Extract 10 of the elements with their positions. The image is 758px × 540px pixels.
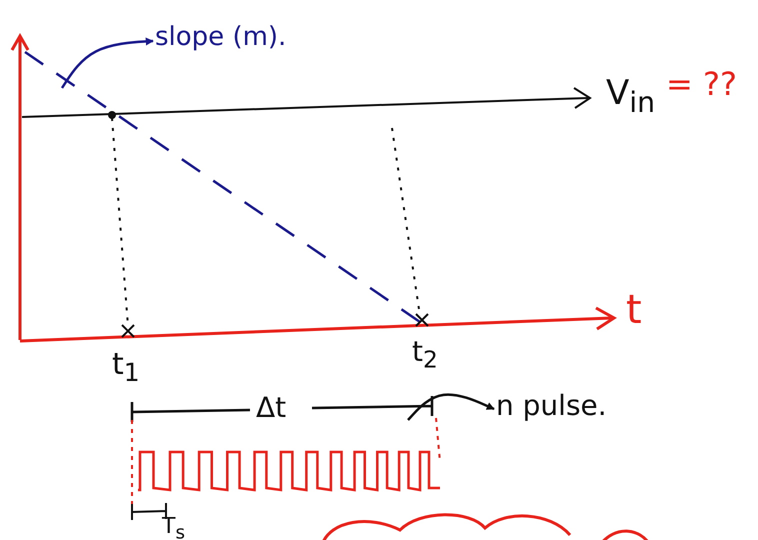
leader-arrow <box>60 37 154 89</box>
annotation-text: n pulse. <box>496 392 607 420</box>
voltage-label: V$_{in}$ <box>606 76 656 118</box>
annotation-text: slope (m). <box>155 24 286 50</box>
interval-label: Δt <box>256 394 286 422</box>
time-label: t$_{2}$ <box>412 338 438 372</box>
unknown-value-label: = ?? <box>666 68 737 100</box>
time-label: t$_{1}$ <box>112 350 140 385</box>
axis-label: t <box>626 290 642 330</box>
leader-arrow <box>407 393 495 421</box>
